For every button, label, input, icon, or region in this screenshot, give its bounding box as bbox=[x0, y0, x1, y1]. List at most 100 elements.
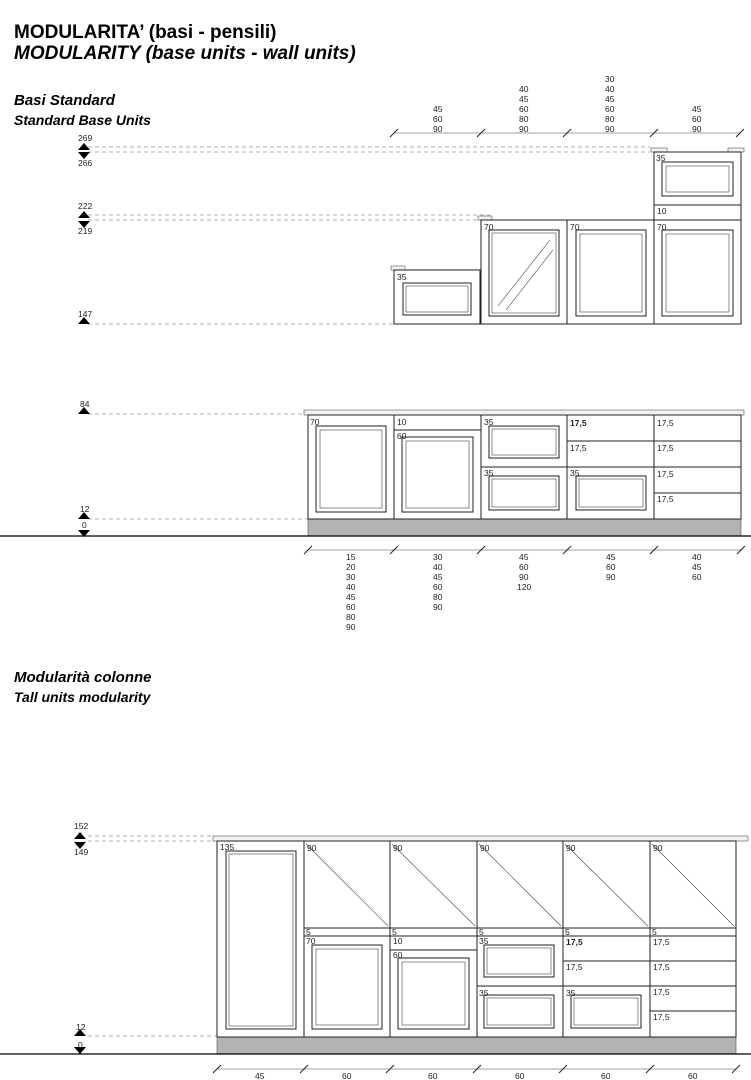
wall-unit-70-bottom bbox=[653, 219, 742, 325]
svg-text:60: 60 bbox=[606, 562, 616, 572]
svg-text:5: 5 bbox=[565, 927, 570, 937]
svg-text:45: 45 bbox=[606, 552, 616, 562]
tall-base-70 bbox=[303, 935, 391, 1038]
svg-text:152: 152 bbox=[74, 821, 88, 831]
tall-width-dimension: 45 60 60 60 60 60 bbox=[212, 1064, 741, 1080]
svg-text:80: 80 bbox=[519, 114, 529, 124]
svg-text:70: 70 bbox=[570, 222, 580, 232]
page-subtitle: MODULARITY (base units - wall units) bbox=[14, 43, 356, 64]
svg-text:35: 35 bbox=[479, 988, 489, 998]
level-269: 269 bbox=[78, 133, 92, 143]
svg-text:45: 45 bbox=[519, 94, 529, 104]
svg-text:17,5: 17,5 bbox=[570, 418, 587, 428]
base-unit-10-60 bbox=[393, 414, 482, 520]
svg-text:5: 5 bbox=[652, 927, 657, 937]
svg-text:30: 30 bbox=[605, 74, 615, 84]
worktop bbox=[303, 409, 745, 416]
svg-text:35: 35 bbox=[570, 468, 580, 478]
base-units: 70 10 60 35 35 17,5 17,5 35 17,5 17,5 17… bbox=[303, 409, 745, 537]
svg-text:90: 90 bbox=[519, 124, 529, 134]
svg-text:70: 70 bbox=[484, 222, 494, 232]
tall-units: 135 90 90 90 90 90 5 5 5 5 5 70 bbox=[212, 835, 749, 1055]
level-marker-icon bbox=[74, 1029, 86, 1036]
level-84: 84 bbox=[80, 399, 90, 409]
svg-text:10: 10 bbox=[393, 936, 403, 946]
svg-text:70: 70 bbox=[310, 417, 320, 427]
svg-text:80: 80 bbox=[605, 114, 615, 124]
level-219: 219 bbox=[78, 226, 92, 236]
svg-text:17,5: 17,5 bbox=[657, 418, 674, 428]
svg-text:60: 60 bbox=[393, 950, 403, 960]
svg-text:40: 40 bbox=[605, 84, 615, 94]
level-12: 12 bbox=[80, 504, 90, 514]
svg-text:45: 45 bbox=[519, 552, 529, 562]
svg-text:17,5: 17,5 bbox=[653, 987, 670, 997]
svg-text:10: 10 bbox=[657, 206, 667, 216]
svg-text:40: 40 bbox=[692, 552, 702, 562]
svg-text:90: 90 bbox=[519, 572, 529, 582]
svg-text:120: 120 bbox=[517, 582, 531, 592]
level-266: 266 bbox=[78, 158, 92, 168]
svg-text:45: 45 bbox=[433, 572, 443, 582]
svg-text:40: 40 bbox=[519, 84, 529, 94]
svg-text:0: 0 bbox=[78, 1040, 83, 1050]
section-subtitle-tall: Tall units modularity bbox=[14, 689, 151, 705]
svg-text:5: 5 bbox=[392, 927, 397, 937]
section-title-base: Basi Standard bbox=[14, 92, 115, 109]
tall-top bbox=[212, 835, 749, 842]
svg-text:10: 10 bbox=[397, 417, 407, 427]
svg-text:60: 60 bbox=[692, 114, 702, 124]
wall-unit-70-glass bbox=[480, 219, 568, 325]
svg-text:45: 45 bbox=[692, 562, 702, 572]
level-147: 147 bbox=[78, 309, 92, 319]
svg-text:30: 30 bbox=[433, 552, 443, 562]
svg-text:35: 35 bbox=[656, 153, 666, 163]
svg-text:35: 35 bbox=[566, 988, 576, 998]
svg-text:135: 135 bbox=[220, 842, 234, 852]
svg-text:60: 60 bbox=[519, 562, 529, 572]
svg-text:17,5: 17,5 bbox=[653, 937, 670, 947]
svg-text:45: 45 bbox=[433, 104, 443, 114]
svg-text:90: 90 bbox=[605, 124, 615, 134]
svg-text:60: 60 bbox=[605, 104, 615, 114]
level-0: 0 bbox=[82, 520, 87, 530]
svg-text:17,5: 17,5 bbox=[566, 962, 583, 972]
svg-text:60: 60 bbox=[515, 1071, 525, 1080]
svg-text:90: 90 bbox=[393, 843, 403, 853]
wall-unit-35 bbox=[393, 269, 481, 325]
section-title-tall: Modularità colonne bbox=[14, 669, 152, 686]
svg-text:15: 15 bbox=[346, 552, 356, 562]
svg-text:60: 60 bbox=[397, 431, 407, 441]
svg-text:17,5: 17,5 bbox=[657, 469, 674, 479]
svg-text:149: 149 bbox=[74, 847, 88, 857]
svg-text:12: 12 bbox=[76, 1022, 86, 1032]
svg-text:20: 20 bbox=[346, 562, 356, 572]
svg-text:35: 35 bbox=[397, 272, 407, 282]
svg-text:90: 90 bbox=[480, 843, 490, 853]
svg-text:90: 90 bbox=[307, 843, 317, 853]
tall-level-markers: 152 149 12 0 bbox=[74, 821, 217, 1054]
svg-text:45: 45 bbox=[346, 592, 356, 602]
svg-text:45: 45 bbox=[255, 1071, 265, 1080]
svg-text:40: 40 bbox=[433, 562, 443, 572]
svg-text:90: 90 bbox=[692, 124, 702, 134]
wall-width-dimension: 45 60 90 40 45 60 80 90 30 40 45 60 80 9… bbox=[389, 74, 745, 138]
svg-text:80: 80 bbox=[433, 592, 443, 602]
svg-text:17,5: 17,5 bbox=[657, 443, 674, 453]
svg-text:90: 90 bbox=[433, 602, 443, 612]
svg-text:17,5: 17,5 bbox=[570, 443, 587, 453]
base-unit-70 bbox=[307, 414, 395, 520]
tall-base-10-60 bbox=[389, 935, 478, 1038]
svg-text:40: 40 bbox=[346, 582, 356, 592]
section-subtitle-base: Standard Base Units bbox=[14, 112, 151, 128]
tall-plinth bbox=[216, 1036, 737, 1055]
svg-text:60: 60 bbox=[601, 1071, 611, 1080]
svg-text:90: 90 bbox=[566, 843, 576, 853]
svg-text:60: 60 bbox=[342, 1071, 352, 1080]
svg-text:35: 35 bbox=[484, 417, 494, 427]
svg-text:60: 60 bbox=[428, 1071, 438, 1080]
svg-text:90: 90 bbox=[606, 572, 616, 582]
svg-text:17,5: 17,5 bbox=[653, 1012, 670, 1022]
base-width-dimension: 15 20 30 40 45 60 80 90 30 40 45 60 80 9… bbox=[303, 545, 746, 632]
level-marker-icon bbox=[78, 530, 90, 537]
